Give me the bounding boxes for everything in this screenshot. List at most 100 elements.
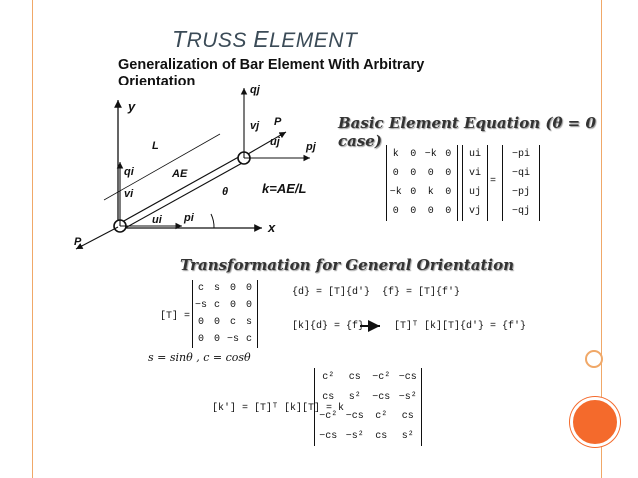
label-theta: θ [222,186,229,198]
basic-equation-header: Basic Element Equation (θ = 0 case) [338,114,596,150]
k-prime-matrix-cell: −c² [372,372,391,383]
k-prime-matrix-cell: −cs [345,411,364,422]
stiffness-eq: [k]{d} = {f} [292,321,365,332]
equals-sign: = [490,176,497,187]
k-prime-matrix-cell: cs [348,372,361,383]
bar-edge-top [121,153,245,223]
title-rest-1: RUSS [186,29,247,52]
t-matrix-cell: s [245,317,252,328]
k-matrix-cell: 0 [445,187,452,198]
k-matrix-cell: 0 [392,168,399,179]
t-matrix-label: [T] = [160,311,191,322]
k-prime-matrix-cell: cs [401,411,414,422]
label-ae: AE [172,168,188,180]
t-matrix-cell: c [197,283,204,294]
t-matrix-cell: −s [194,300,207,311]
u-vector: ui vi uj vj [462,145,488,221]
displacement-transform-eq: {d} = [T]{d'} [292,287,371,298]
k-matrix-cell: 0 [410,168,417,179]
u-vector-cell: uj [468,187,481,198]
bar-edge-bottom [117,161,245,233]
label-uj: uj [270,136,280,148]
label-p-top: P [274,116,282,128]
decorative-ring [585,350,603,368]
label-length: L [152,140,159,152]
length-dimension [103,133,221,201]
t-matrix-cell: c [213,300,220,311]
k-matrix-cell: k [392,149,399,160]
slide-subtitle: Generalization of Bar Element With Arbit… [118,57,425,85]
label-pi: pi [184,212,194,224]
k-prime-matrix-cell: s² [348,391,361,403]
k-prime-matrix-cell: cs [375,430,388,442]
p-vector: −pi −qi −pj −qj [502,145,540,221]
slide-border [32,0,602,478]
arrow-p-bottom [75,226,119,250]
t-matrix-cell: 0 [213,334,220,345]
transformed-stiffness-eq: [T]ᵀ [k][T]{d'} = {f'} [394,321,527,332]
k-prime-matrix-cell: −cs [319,430,338,442]
title-cap-2: E [253,26,270,52]
k-matrix-cell: 0 [410,149,417,160]
t-matrix-cell: 0 [229,300,236,311]
k-matrix-cell: 0 [427,206,434,217]
y-axis-label: y [128,99,136,114]
p-vector-cell: −pi [511,149,530,160]
t-matrix-cell: 0 [213,317,220,328]
t-matrix-cell: 0 [245,300,252,311]
t-matrix-cell: s [213,283,220,294]
k-matrix-cell: k [427,187,434,198]
k-prime-matrix-cell: −cs [372,391,391,403]
u-vector-cell: ui [468,149,481,160]
t-matrix-cell: 0 [197,317,204,328]
k-matrix-cell: 0 [445,149,452,160]
k-prime-matrix-cell: −s² [345,430,364,442]
decorative-orange-circle [570,397,620,447]
title-cap-1: T [172,26,187,52]
label-qi: qi [124,166,134,178]
label-stiffness: k=AE/L [262,181,307,196]
arrow-p-top [247,131,287,155]
k-prime-matrix-cell: −cs [398,372,417,383]
p-vector-cell: −qi [511,168,530,179]
t-matrix-cell: c [229,317,236,328]
title-rest-2: LEMENT [269,29,358,52]
label-qj: qj [250,84,260,96]
label-pj: pj [306,141,316,153]
t-matrix-cell: 0 [229,283,236,294]
u-vector-cell: vj [468,206,481,217]
transformation-header: Transformation for General Orientation [180,256,514,274]
label-p-bottom: P [74,236,82,248]
sin-cos-definition: s = sinθ , c = cosθ [148,351,251,364]
k-matrix-cell: −k [389,187,402,198]
k-prime-matrix-cell: c² [322,372,335,383]
k-prime-matrix-cell: c² [375,411,388,422]
t-matrix-cell: 0 [245,283,252,294]
k-prime-matrix-cell: s² [401,430,414,442]
k-matrix-cell: −k [424,149,437,160]
k-matrix-cell: 0 [410,206,417,217]
u-vector-cell: vi [468,168,481,179]
k-matrix-cell: 0 [445,168,452,179]
k-prime-matrix-cell: −s² [398,391,417,403]
k-prime-matrix-cell: −c² [319,411,338,422]
x-axis-label: x [268,220,276,235]
p-vector-cell: −qj [511,206,530,217]
k-matrix-cell: 0 [445,206,452,217]
t-matrix-cell: 0 [197,334,204,345]
label-ui: ui [152,214,162,226]
t-matrix-cell: −s [226,334,239,345]
p-vector-cell: −pj [511,187,530,198]
k-matrix-cell: 0 [410,187,417,198]
angle-arc [210,213,215,229]
k-prime-matrix: c² cs −c² −cs cs s² −cs −s² −c² −cs c² cs −cs −s² cs s² [314,368,422,446]
k-prime-matrix-cell: cs [322,391,335,403]
k-prime-label: [k'] = [T]ᵀ [k][T] = k [212,403,345,414]
label-vi: vi [124,188,134,200]
k-matrix-cell: 0 [392,206,399,217]
t-matrix-cell: c [245,334,252,345]
force-transform-eq: {f} = [T]{f'} [382,287,461,298]
